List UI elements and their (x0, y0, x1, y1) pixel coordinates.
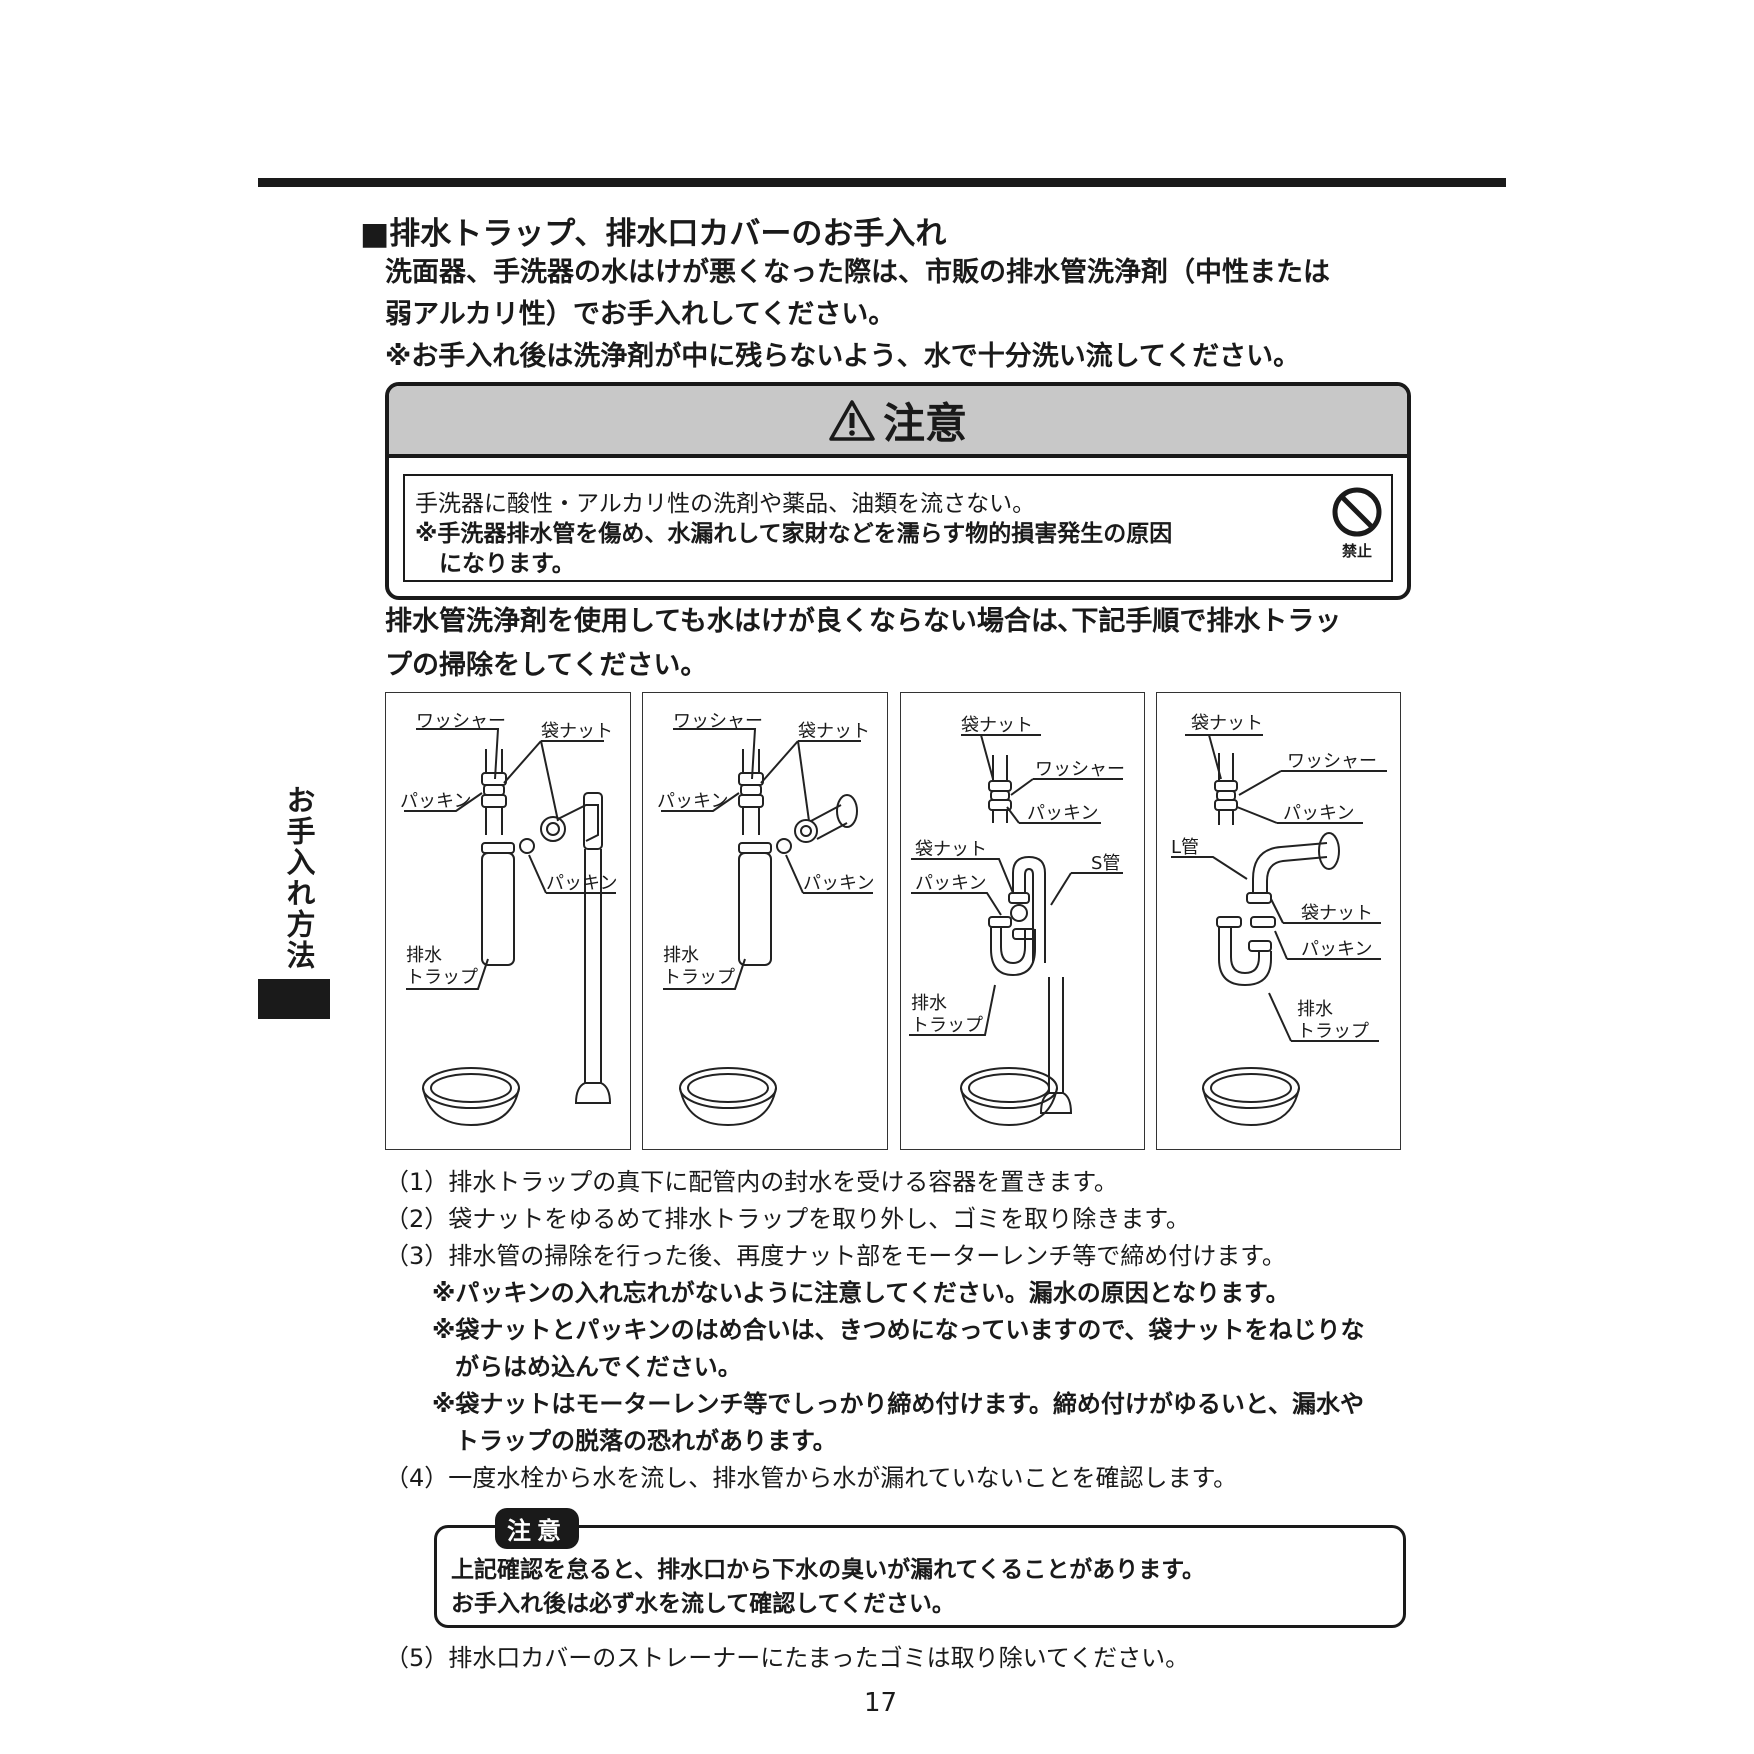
caution-line: 手洗器に酸性・アルカリ性の洗剤や薬品、油類を流さない。 (415, 491, 1036, 517)
label-nut: 袋ナット (961, 715, 1033, 736)
label-trap: トラップ (1297, 1021, 1369, 1042)
caution-note: ※手洗器排水管を傷め、水漏れして家財などを濡らす物的損害発生の原因 (415, 521, 1173, 547)
figure-panel-4: 袋ナット ワッシャー パッキン L管 袋ナット パッキン 排水 トラップ (1156, 692, 1401, 1150)
step-3-note: がらはめ込んでください。 (455, 1353, 742, 1381)
label-l-pipe: L管 (1171, 837, 1200, 858)
label-packing: パッキン (1283, 803, 1355, 824)
figure-panel-1: ワッシャー 袋ナット パッキン パッキン 排水 トラップ (385, 692, 631, 1150)
caution-content: 手洗器に酸性・アルカリ性の洗剤や薬品、油類を流さない。 ※手洗器排水管を傷め、水… (403, 474, 1393, 582)
caution-line: 上記確認を怠ると、排水口から下水の臭いが漏れてくることがあります。 (451, 1557, 1205, 1583)
step-3-note: トラップの脱落の恐れがあります。 (455, 1427, 837, 1455)
step-3-note: ※パッキンの入れ忘れがないように注意してください。漏水の原因となります。 (432, 1279, 1290, 1307)
intro-text: 洗面器、手洗器の水はけが悪くなった際は、市販の排水管洗浄剤（中性または 弱アルカ… (385, 252, 1415, 378)
prohibition-label: 禁止 (1341, 542, 1372, 560)
drain-trap-illustration (404, 728, 616, 1127)
label-packing: パッキン (1027, 803, 1099, 824)
label-washer: ワッシャー (673, 711, 763, 732)
label-trap: トラップ (911, 1015, 983, 1036)
step-3: （3）排水管の掃除を行った後、再度ナット部をモーターレンチ等で締め付けます。 (385, 1242, 1286, 1270)
warning-icon (829, 400, 875, 441)
step-3-note: ※袋ナットはモーターレンチ等でしっかり締め付けます。締め付けがゆるいと、漏水や (432, 1390, 1364, 1418)
caution-title: 注意 (882, 398, 967, 448)
label-packing: パッキン (546, 873, 618, 894)
figure-panel-3: 袋ナット ワッシャー パッキン 袋ナット S管 パッキン 排水 トラップ (900, 692, 1145, 1150)
page-number: 17 (864, 1688, 898, 1718)
figure-panel-2: ワッシャー 袋ナット パッキン パッキン 排水 トラップ (642, 692, 888, 1150)
side-tab-marker (258, 979, 330, 1019)
step-5: （5）排水口カバーのストレーナーにたまったゴミは取り除いてください。 (385, 1644, 1190, 1672)
label-nut: 袋ナット (1301, 903, 1373, 924)
label-s-pipe: S管 (1091, 853, 1121, 874)
label-packing: パッキン (657, 791, 729, 812)
label-nut: 袋ナット (1191, 713, 1263, 734)
label-washer: ワッシャー (416, 711, 506, 732)
label-trap: 排水 (663, 945, 699, 966)
s-trap-illustration (909, 734, 1123, 1127)
prohibition-icon (1332, 487, 1382, 537)
label-packing: パッキン (803, 873, 875, 894)
label-packing: パッキン (400, 791, 472, 812)
label-nut: 袋ナット (798, 721, 870, 742)
procedure-steps: （1）排水トラップの真下に配管内の封水を受ける容器を置きます。 （2）袋ナットを… (385, 1164, 1364, 1497)
label-trap: 排水 (406, 945, 442, 966)
label-trap: 排水 (911, 993, 947, 1014)
label-washer: ワッシャー (1035, 759, 1125, 780)
intro-line: 弱アルカリ性）でお手入れしてください。 (385, 299, 896, 330)
instruction-line: プの掃除をしてください。 (385, 650, 708, 681)
intro-note: ※お手入れ後は洗浄剤が中に残らないよう、水で十分洗い流してください。 (385, 341, 1301, 372)
label-washer: ワッシャー (1287, 751, 1377, 772)
side-tab: お手入れ方法 (258, 785, 330, 1019)
top-rule (258, 178, 1506, 187)
caution-box-small: 注意 上記確認を怠ると、排水口から下水の臭いが漏れてくることがあります。 お手入… (434, 1508, 1406, 1628)
step-2: （2）袋ナットをゆるめて排水トラップを取り外し、ゴミを取り除きます。 (385, 1205, 1190, 1233)
step-1: （1）排水トラップの真下に配管内の封水を受ける容器を置きます。 (385, 1168, 1118, 1196)
label-trap: 排水 (1297, 999, 1333, 1020)
label-nut: 袋ナット (541, 721, 613, 742)
caution-tag: 注意 (495, 1508, 579, 1549)
caution-header: 注意 (389, 386, 1407, 458)
caution-note: になります。 (439, 551, 575, 577)
section-title: ■排水トラップ、排水口カバーのお手入れ (360, 216, 947, 252)
label-trap: トラップ (663, 967, 735, 988)
label-packing: パッキン (915, 873, 987, 894)
label-packing: パッキン (1301, 939, 1373, 960)
caution-line: お手入れ後は必ず水を流して確認してください。 (451, 1591, 955, 1617)
instruction-text: 排水管洗浄剤を使用しても水はけが良くならない場合は､下記手順で排水トラッ プの掃… (385, 600, 1341, 688)
step-4: （4）一度水栓から水を流し、排水管から水が漏れていないことを確認します。 (385, 1464, 1238, 1492)
l-pipe-trap-illustration (1171, 734, 1387, 1127)
prohibit-sign: 禁止 (1327, 486, 1387, 561)
caution-box: 注意 手洗器に酸性・アルカリ性の洗剤や薬品、油類を流さない。 ※手洗器排水管を傷… (385, 382, 1411, 600)
label-trap: トラップ (406, 967, 478, 988)
drain-trap-illustration (661, 728, 873, 1127)
step-3-note: ※袋ナットとパッキンのはめ合いは、きつめになっていますので、袋ナットをねじりな (432, 1316, 1365, 1344)
instruction-line: 排水管洗浄剤を使用しても水はけが良くならない場合は､下記手順で排水トラッ (385, 606, 1342, 637)
label-nut: 袋ナット (915, 839, 987, 860)
intro-line: 洗面器、手洗器の水はけが悪くなった際は、市販の排水管洗浄剤（中性または (385, 257, 1330, 288)
side-tab-label: お手入れ方法 (282, 785, 316, 971)
